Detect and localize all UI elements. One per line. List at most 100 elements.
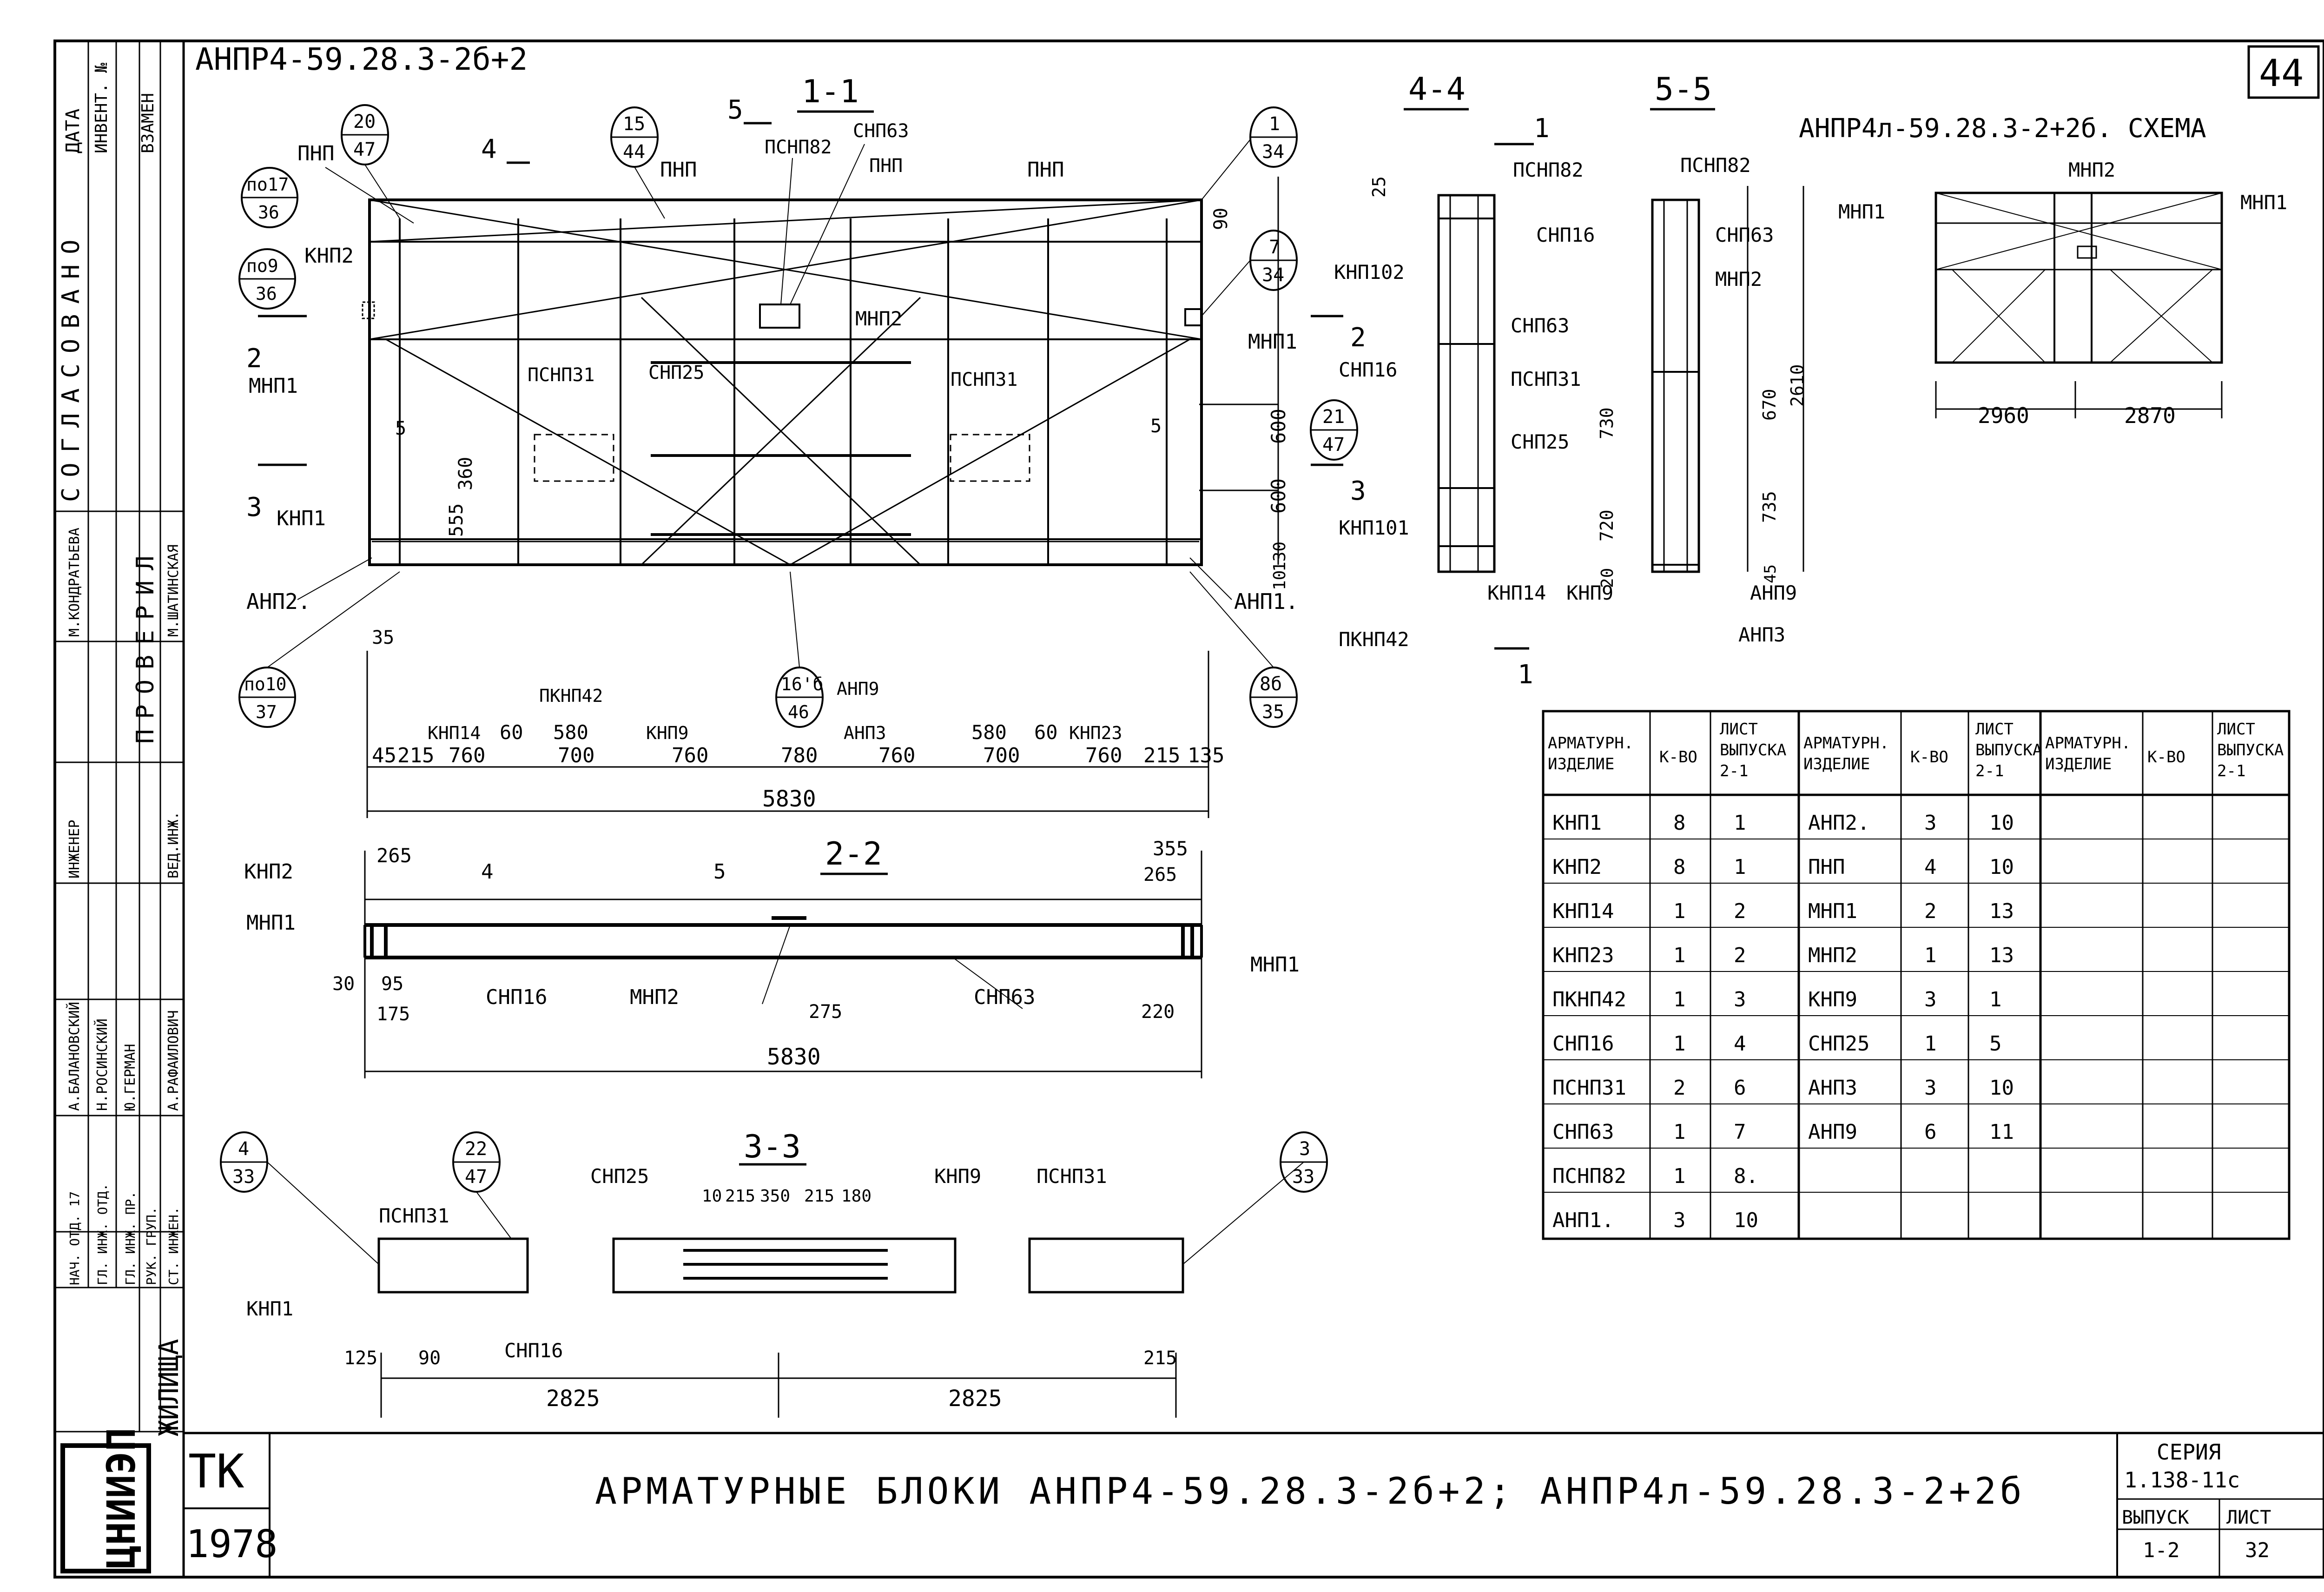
- table-cell: СНП16: [1552, 1032, 1614, 1056]
- stamp-tk: ТК: [188, 1444, 244, 1499]
- lbl-anp9: АНП9: [837, 679, 879, 699]
- svg-text:175: 175: [376, 1004, 410, 1025]
- svg-text:СНП63: СНП63: [974, 985, 1035, 1009]
- svg-text:МНП2: МНП2: [630, 985, 679, 1009]
- strip-role-1: НАЧ. ОТД. 17: [67, 1191, 82, 1285]
- svg-text:760: 760: [878, 744, 915, 767]
- svg-text:125: 125: [344, 1348, 377, 1369]
- svg-text:2960: 2960: [1978, 403, 2029, 428]
- table-header-cell: К-ВО: [1910, 748, 1948, 766]
- svg-text:20: 20: [353, 111, 376, 132]
- callout-16b-46: 16'б46: [775, 667, 824, 728]
- table-cell: СНП25: [1808, 1032, 1869, 1056]
- strip-invent-label: ИНВЕНТ. №: [92, 63, 111, 153]
- table-cell: КНП9: [1808, 988, 1857, 1011]
- svg-text:10: 10: [702, 1187, 722, 1206]
- svg-text:3-3: 3-3: [744, 1129, 801, 1165]
- svg-text:2: 2: [1350, 323, 1366, 353]
- svg-text:37: 37: [256, 702, 277, 722]
- strip-name-4: ВЕД.ИНЖ.: [165, 812, 182, 879]
- table-cell: 3: [1924, 1076, 1937, 1100]
- svg-text:350: 350: [760, 1187, 790, 1206]
- table-cell: 3: [1924, 811, 1937, 835]
- main-title: АРМАТУРНЫЕ БЛОКИ АНПР4-59.28.3-2б+2; АНП…: [595, 1471, 2026, 1513]
- top-title: АНПР4-59.28.3-2б+2: [195, 41, 528, 77]
- lbl-pknp42: ПКНП42: [539, 686, 603, 706]
- svg-text:265: 265: [376, 844, 412, 867]
- strip-checked: ПРОВЕРИЛ: [132, 546, 159, 744]
- strip-name-7: Ю.ГЕРМАН: [122, 1044, 139, 1111]
- svg-text:36: 36: [258, 202, 279, 223]
- svg-text:355: 355: [1153, 837, 1188, 860]
- svg-text:МНП2: МНП2: [2068, 159, 2115, 181]
- svg-text:35: 35: [1262, 701, 1284, 723]
- svg-text:90: 90: [418, 1348, 441, 1369]
- svg-text:ПСНП82: ПСНП82: [1513, 159, 1584, 181]
- svg-text:33: 33: [232, 1166, 255, 1188]
- table-cell: 4: [1924, 855, 1937, 879]
- svg-text:34: 34: [1262, 141, 1284, 163]
- org-logo-box: [60, 1443, 151, 1573]
- callout-1-34: 134: [1249, 106, 1298, 168]
- svg-text:735: 735: [1759, 491, 1780, 523]
- strip-agreed: СОГЛАСОВАНО: [57, 230, 85, 502]
- svg-text:2: 2: [246, 344, 262, 374]
- lbl-psnp82: ПСНП82: [765, 137, 832, 158]
- table-cell: КНП2: [1552, 855, 1602, 879]
- table-cell: АНП1.: [1552, 1209, 1614, 1232]
- svg-text:780: 780: [781, 744, 818, 767]
- svg-text:45: 45: [1761, 564, 1780, 583]
- svg-text:5: 5: [727, 95, 743, 125]
- strip-name-6: Н.РОСИНСКИЙ: [94, 1018, 111, 1111]
- section-1-1: 1-1: [362, 73, 1203, 566]
- table-cell: 1: [1924, 944, 1937, 967]
- table-cell: 2: [1734, 944, 1746, 967]
- table-cell: 1: [1734, 811, 1746, 835]
- strip-role-2: ГЛ. ИНЖ. ОТД.: [95, 1183, 110, 1285]
- svg-text:360: 360: [455, 457, 476, 490]
- svg-text:5: 5: [395, 418, 406, 439]
- svg-text:МНП1: МНП1: [1250, 953, 1300, 977]
- lbl-pnp-left: ПНП: [297, 142, 334, 165]
- svg-text:СНП16: СНП16: [1536, 224, 1595, 246]
- lbl-pnp-mid: ПНП: [660, 158, 697, 182]
- lbl-mnp1-right: МНП1: [1248, 330, 1297, 354]
- lbl-anp1: АНП1.: [1234, 589, 1298, 614]
- svg-text:АНП3: АНП3: [1738, 623, 1785, 646]
- svg-text:ПСНП82: ПСНП82: [1680, 154, 1751, 177]
- vypusk-value: 1-2: [2143, 1539, 2179, 1562]
- svg-text:ПСНП31: ПСНП31: [1037, 1165, 1107, 1188]
- svg-text:3: 3: [246, 492, 262, 522]
- table-cell: 13: [1989, 944, 2014, 967]
- svg-text:700: 700: [558, 744, 594, 767]
- section-1-1-title: 1-1: [802, 73, 859, 110]
- svg-text:130: 130: [1270, 542, 1289, 572]
- table-cell: 13: [1989, 899, 2014, 923]
- svg-text:1: 1: [1534, 113, 1550, 144]
- svg-text:4: 4: [481, 134, 497, 165]
- svg-text:2825: 2825: [948, 1386, 1002, 1412]
- lbl-knp2: КНП2: [304, 244, 354, 268]
- svg-text:215: 215: [1143, 1348, 1177, 1369]
- dim-total-2: 5830: [767, 1044, 821, 1070]
- svg-text:580: 580: [553, 721, 588, 744]
- table-cell: 8: [1673, 855, 1686, 879]
- svg-text:16'б: 16'б: [781, 674, 824, 694]
- org-suffix: ЖИЛИЩА: [153, 1339, 185, 1436]
- svg-text:АНП9: АНП9: [1750, 581, 1797, 604]
- svg-text:60: 60: [1034, 721, 1058, 744]
- lbl-knp1: КНП1: [277, 507, 326, 530]
- svg-text:КНП9: КНП9: [934, 1165, 981, 1188]
- lbl-psnp31-right: ПСНП31: [951, 369, 1018, 390]
- leader-lines: [267, 139, 1304, 1265]
- table-cell: АНП2.: [1808, 811, 1869, 835]
- svg-text:95: 95: [381, 973, 403, 995]
- svg-text:760: 760: [672, 744, 708, 767]
- table-cell: 8.: [1734, 1164, 1758, 1188]
- table-cell: 11: [1989, 1120, 2014, 1144]
- callout-3-33: 333: [1280, 1131, 1328, 1193]
